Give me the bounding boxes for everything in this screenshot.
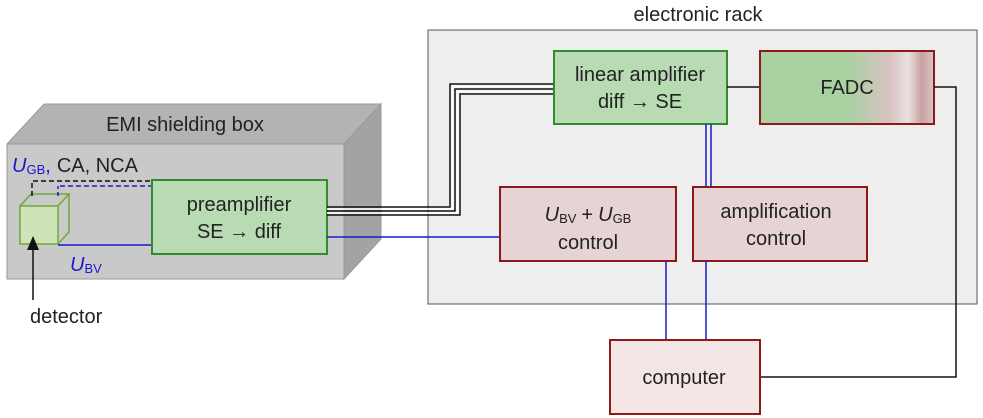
linear-amplifier-box bbox=[553, 50, 728, 125]
fadc-computer-wire bbox=[760, 86, 957, 378]
differential-signal-wire bbox=[327, 83, 554, 216]
rack-title: electronic rack bbox=[634, 4, 764, 26]
preamplifier-box bbox=[151, 179, 328, 255]
bias-plus: + bbox=[581, 204, 593, 226]
amp-control-wire bbox=[705, 124, 712, 187]
ubv-subscript: BV bbox=[84, 261, 102, 276]
ubv-symbol: U bbox=[70, 254, 85, 276]
ugb-rest: CA, NCA bbox=[57, 155, 139, 177]
bias-u1: U bbox=[545, 204, 560, 226]
amplification-control-line2: control bbox=[746, 228, 806, 250]
detector-cube-icon bbox=[19, 193, 71, 245]
bias-control-box bbox=[499, 186, 677, 262]
ubv-label: UBV bbox=[70, 254, 102, 276]
ugb-symbol: U bbox=[12, 155, 27, 177]
fadc-label: FADC bbox=[820, 77, 873, 99]
preamplifier-line1: preamplifier bbox=[187, 194, 292, 216]
detector-label: detector bbox=[30, 306, 103, 328]
bias-sub2: GB bbox=[613, 211, 632, 226]
preamplifier-line2: SE → diff bbox=[197, 221, 282, 243]
linear-amplifier-line2: diff → SE bbox=[598, 91, 682, 113]
bias-control-line2: control bbox=[558, 232, 618, 254]
detector-arrow-icon bbox=[27, 236, 39, 300]
detector-wires bbox=[31, 180, 152, 196]
ugb-subscript: GB bbox=[26, 162, 45, 177]
bias-sub1: BV bbox=[559, 211, 577, 226]
amplification-control-box bbox=[692, 186, 868, 262]
ugb-label: UGB, CA, NCA bbox=[12, 155, 139, 177]
emi-box-title: EMI shielding box bbox=[106, 114, 264, 136]
ugb-comma: , bbox=[45, 155, 51, 177]
fadc-box bbox=[759, 50, 935, 125]
computer-label: computer bbox=[642, 367, 726, 389]
computer-box bbox=[609, 339, 761, 415]
linear-amplifier-line1: linear amplifier bbox=[575, 64, 705, 86]
bias-u2: U bbox=[598, 204, 613, 226]
differential-signal-wire-gaps bbox=[327, 85, 554, 214]
amplification-control-line1: amplification bbox=[720, 201, 831, 223]
bias-control-line1: UBV+UGB bbox=[545, 204, 632, 226]
